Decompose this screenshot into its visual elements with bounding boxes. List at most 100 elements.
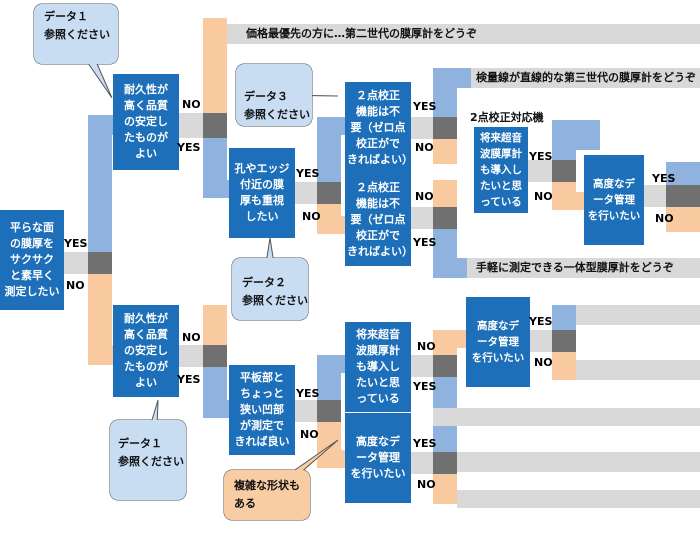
yes-path xyxy=(576,120,600,150)
junction xyxy=(317,182,341,204)
callout-data1-top: データ１ 参照ください xyxy=(44,10,110,41)
yes-path xyxy=(88,115,112,255)
no-label: NO xyxy=(655,212,674,225)
yes-path xyxy=(317,355,345,373)
yes-path xyxy=(433,229,457,278)
junction xyxy=(203,113,227,138)
callout-complex-shape xyxy=(224,470,310,520)
data-management-question-bottom: 高度なデ ータ管理 を行いたい xyxy=(345,413,411,503)
banner-price-priority: 価格最優先の方に…第二世代の膜厚計をどうぞ xyxy=(246,27,477,40)
yes-path xyxy=(666,162,700,185)
path-segment xyxy=(433,408,700,426)
no-path xyxy=(317,216,345,234)
yes-label: YES xyxy=(413,100,437,113)
junction xyxy=(317,400,341,422)
yes-path xyxy=(203,180,229,198)
callout-data2-shape xyxy=(232,258,308,320)
durability-question-top: 耐久性が 高く品質 の安定し たものが よい xyxy=(113,74,179,170)
yes-label: YES xyxy=(529,150,553,163)
start-node: 平らな面 の膜厚を サクサク と素早く 測定したい xyxy=(0,210,64,310)
yes-path xyxy=(317,117,345,135)
junction xyxy=(433,117,457,139)
durability-question-bottom: 耐久性が 高く品質 の安定し たものが よい xyxy=(113,305,179,397)
yes-label: YES xyxy=(413,236,437,249)
path-segment xyxy=(411,117,433,139)
no-path xyxy=(552,352,576,380)
banner-linear-third-gen: 検量線が直線的な第三世代の膜厚計をどうぞ xyxy=(476,71,696,84)
data-management-question-top: 高度なデ ータ管理 を行いたい xyxy=(584,155,644,245)
no-path xyxy=(433,180,457,207)
junction xyxy=(433,355,457,377)
no-path xyxy=(203,18,227,44)
yes-path xyxy=(88,115,113,135)
no-label: NO xyxy=(415,190,434,203)
callout-data1-top-shape xyxy=(34,4,118,64)
yes-label: YES xyxy=(64,237,88,250)
no-path xyxy=(203,44,227,114)
path-segment xyxy=(530,330,552,352)
callout-complex-shape: 複雑な形状も ある xyxy=(234,479,300,510)
yes-label: YES xyxy=(529,315,553,328)
yes-path xyxy=(457,68,471,88)
yes-path xyxy=(203,400,229,418)
no-label: NO xyxy=(302,210,321,223)
no-path xyxy=(203,305,227,345)
no-label: NO xyxy=(182,331,201,344)
callout-data3: データ３ 参照ください xyxy=(244,90,310,121)
no-label: NO xyxy=(300,428,319,441)
ultrasonic-question-top: 将来超音 波膜厚計 も導入し たいと思 っている xyxy=(474,127,528,213)
unavailable-note: 残念ながら該 当機種の取扱 がございません xyxy=(145,249,222,294)
two-point-calibration-question-1: ２点校正 機能は不 要（ゼロ点 校正がで きればよい） xyxy=(345,82,413,174)
junction xyxy=(552,160,576,182)
yes-path xyxy=(552,305,576,330)
no-path xyxy=(317,450,345,468)
banner-easy-integrated: 手軽に測定できる一体型膜厚計をどうぞ xyxy=(476,261,674,274)
no-path xyxy=(433,330,457,355)
two-point-calibration-question-2: ２点校正 機能は不 要（ゼロ点 校正がで きればよい） xyxy=(345,174,413,266)
banner-two-point-capable: 2点校正対応機 xyxy=(470,111,544,124)
yes-label: YES xyxy=(177,373,201,386)
no-label: NO xyxy=(182,98,201,111)
yes-path xyxy=(433,68,457,117)
junction xyxy=(203,345,227,367)
path-segment xyxy=(411,452,433,474)
yes-label: YES xyxy=(413,437,437,450)
yes-label: YES xyxy=(177,141,201,154)
junction xyxy=(666,185,700,207)
path-segment xyxy=(179,345,203,367)
no-label: NO xyxy=(534,356,553,369)
path-segment xyxy=(457,490,700,508)
no-path xyxy=(88,345,113,365)
callout-data2: データ２ 参照ください xyxy=(242,276,308,307)
no-label: NO xyxy=(534,190,553,203)
path-segment xyxy=(411,207,433,229)
junction xyxy=(88,252,112,274)
junction xyxy=(433,452,457,474)
yes-path xyxy=(433,427,457,452)
path-segment xyxy=(644,185,666,207)
flat-recess-question: 平板部と ちょっと 狭い凹部 が測定で きれば良い xyxy=(229,365,295,455)
path-segment xyxy=(457,452,700,472)
no-label: NO xyxy=(417,340,436,353)
no-path xyxy=(552,192,584,210)
no-path xyxy=(433,474,457,504)
callout-data3-shape xyxy=(236,64,312,126)
path-segment xyxy=(179,113,203,138)
no-path xyxy=(433,139,457,164)
callout-shapes xyxy=(33,3,339,521)
no-label: NO xyxy=(66,279,85,292)
yes-label: YES xyxy=(296,387,320,400)
path-segment xyxy=(295,182,317,204)
hole-edge-question: 孔やエッジ 付近の膜 厚も重視 したい xyxy=(229,148,295,238)
path-segment xyxy=(411,355,433,377)
yes-label: YES xyxy=(652,172,676,185)
ultrasonic-question-bottom: 将来超音 波膜厚計 も導入し たいと思 っている xyxy=(345,322,411,412)
path-segment xyxy=(295,400,317,422)
yes-path xyxy=(457,258,467,278)
flow-paths xyxy=(64,18,700,508)
no-path xyxy=(666,207,700,232)
junction xyxy=(552,330,576,352)
path-segment xyxy=(576,360,700,380)
path-segment xyxy=(576,305,700,325)
